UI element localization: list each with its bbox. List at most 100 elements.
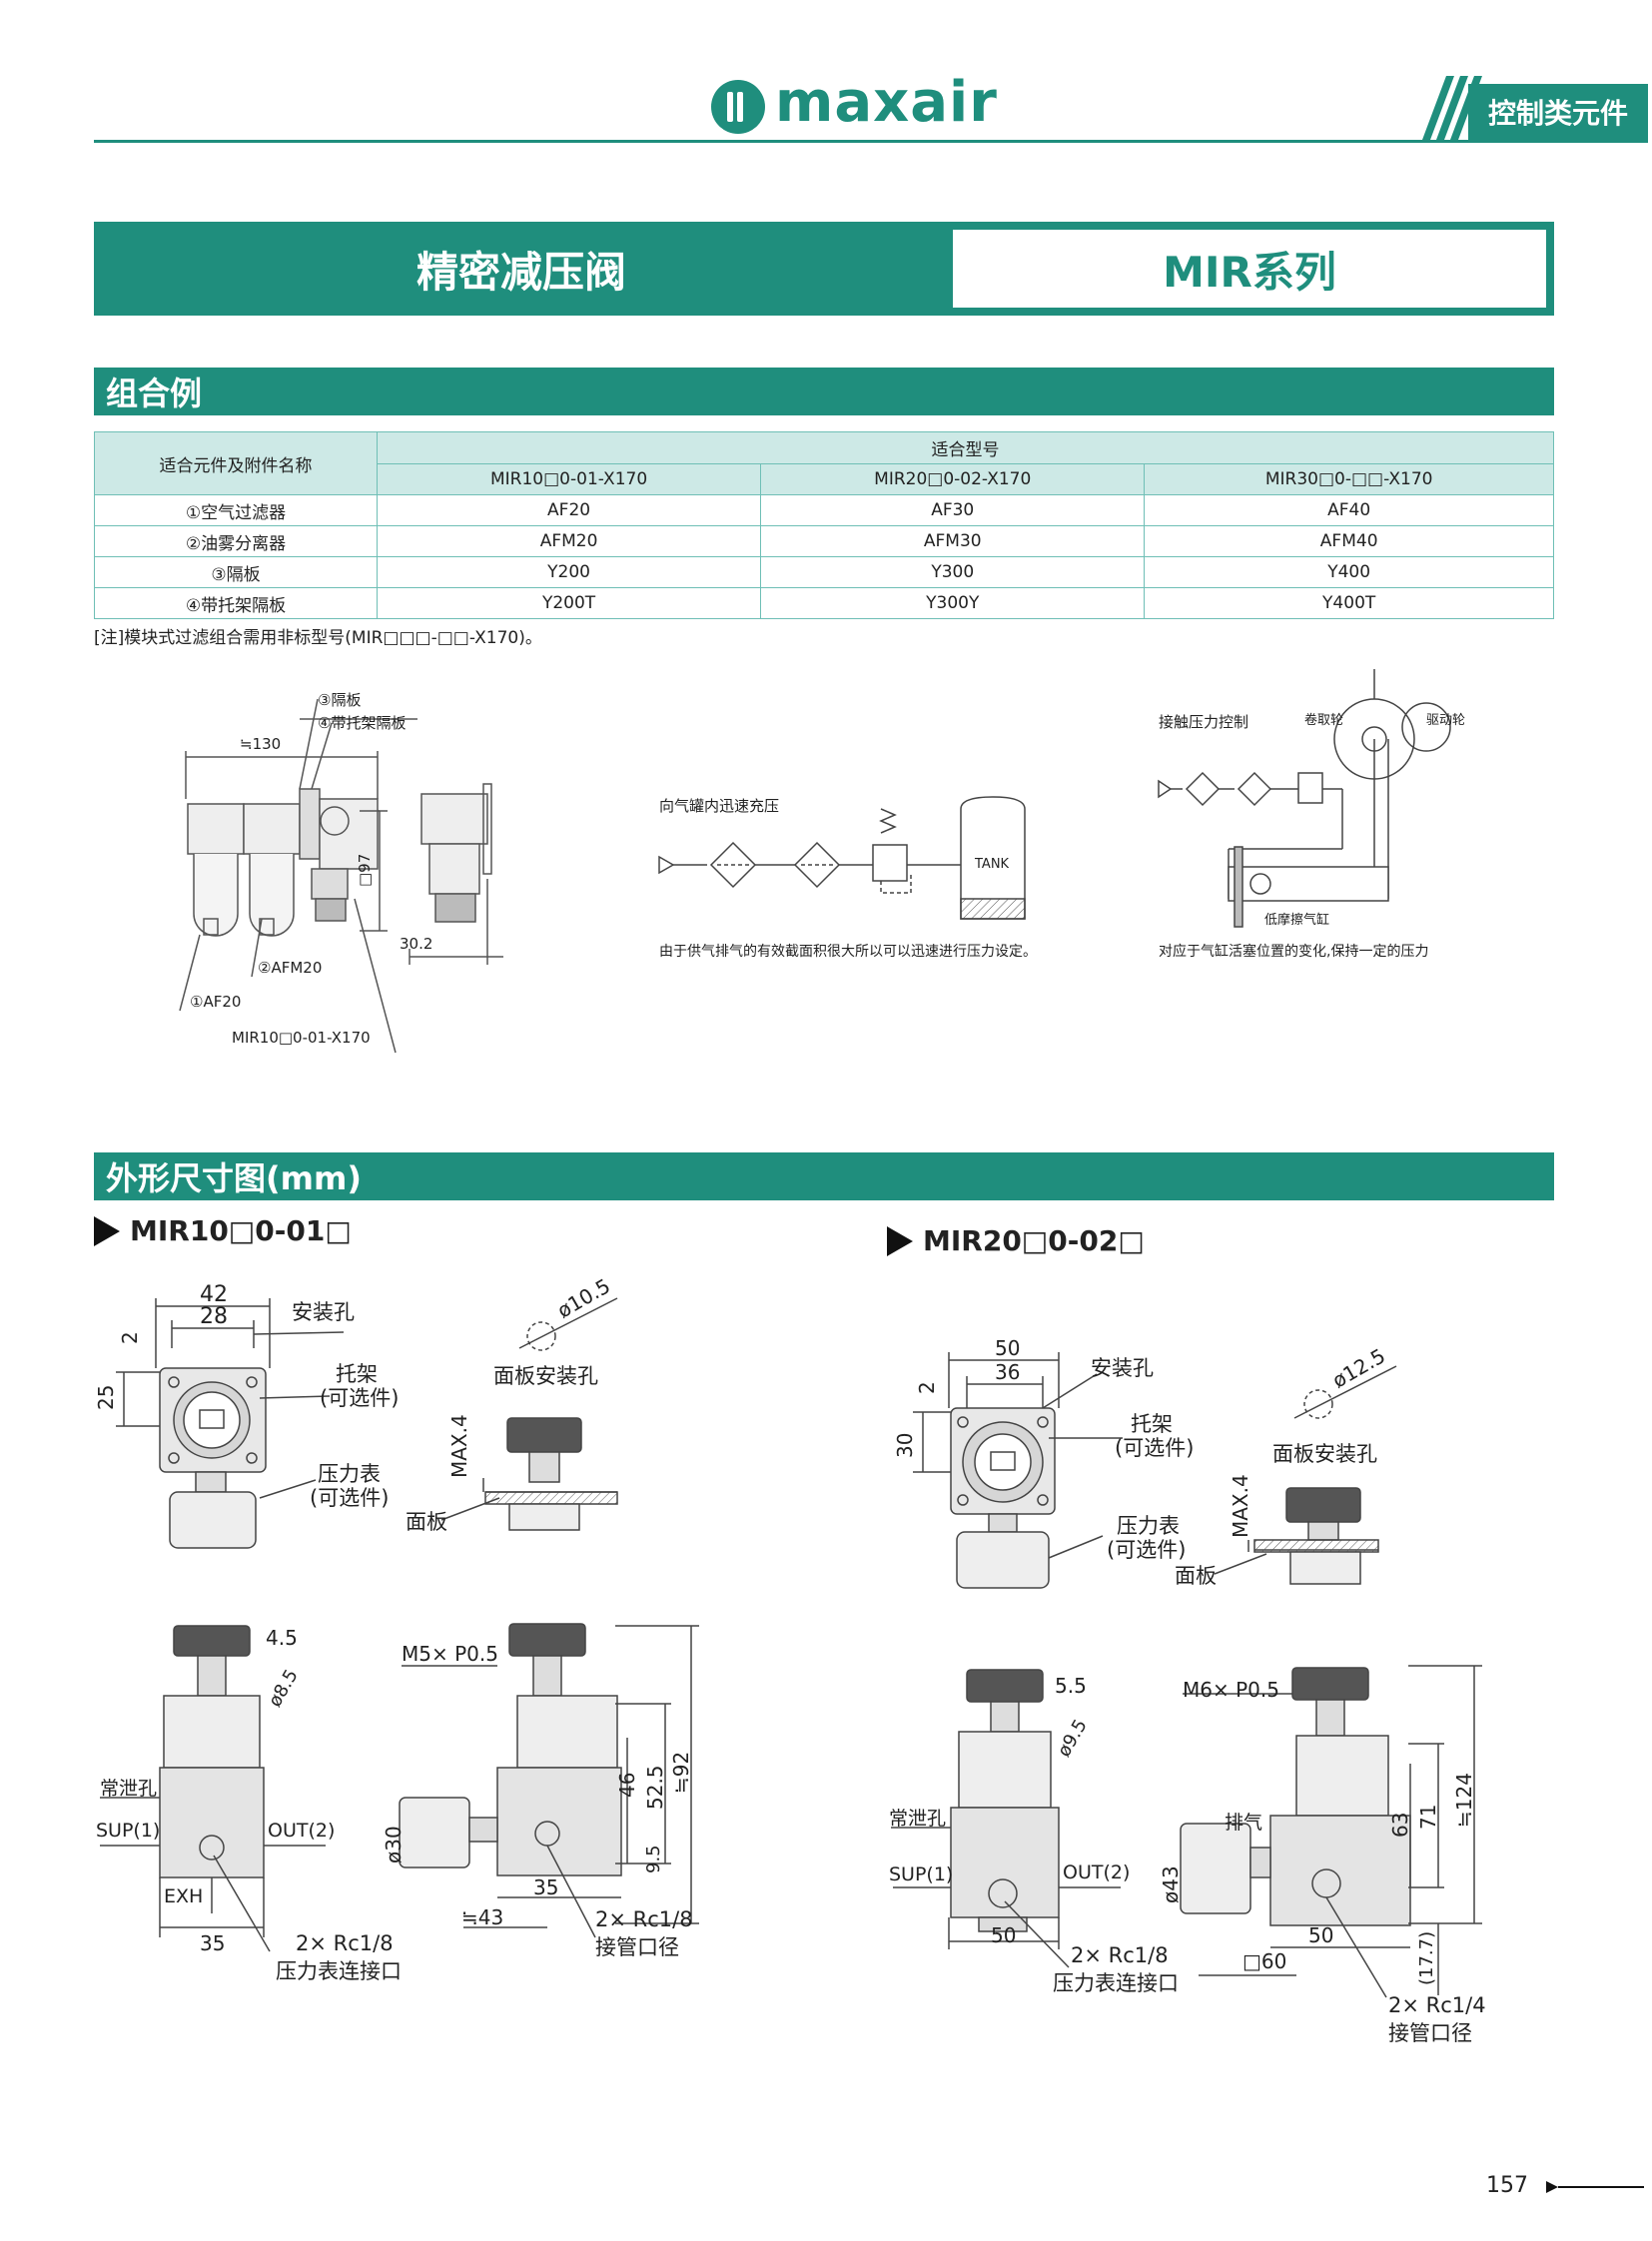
table-header-model-2: MIR20□0-02-X170 [760, 462, 1146, 495]
table-cell: Y200T [376, 587, 762, 619]
mir20-dim-h177: (17.7) [1416, 1930, 1437, 1985]
mir10-exh: EXH [164, 1885, 204, 1907]
table-cell: AFM20 [376, 525, 762, 557]
mir20-dim-d1: 5.5 [1055, 1674, 1087, 1698]
brand-name: maxair [775, 70, 998, 135]
roll-label: 卷取轮 [1304, 713, 1344, 728]
label-assembly-model: MIR10□0-01-X170 [232, 1029, 371, 1047]
category-tag: 控制类元件 [1468, 84, 1648, 140]
series-title: MIR系列 [953, 230, 1546, 308]
table-cell: AFM40 [1144, 525, 1554, 557]
mir20-dim-w-inner: 36 [995, 1360, 1021, 1384]
table-header-model-3: MIR30□0-□□-X170 [1144, 462, 1554, 495]
mir20-bracket: 托架 [1131, 1412, 1173, 1436]
mir20-out: OUT(2) [1063, 1862, 1131, 1883]
table-row: ④带托架隔板 Y200T Y300Y Y400T [94, 587, 1554, 619]
mir10-dim-dia30: ø30 [382, 1826, 406, 1864]
mir10-bleed: 常泄孔 [100, 1778, 158, 1800]
table-cell: AF30 [760, 494, 1146, 526]
mir20-port-pipe-label: 接管口径 [1388, 2021, 1472, 2045]
mir20-gauge: 压力表 [1117, 1514, 1180, 1538]
tank-label: TANK [975, 857, 1010, 872]
mir20-dim-h63: 63 [1388, 1812, 1412, 1838]
contact-circuit-title: 接触压力控制 [1159, 713, 1249, 731]
triangle-icon [887, 1225, 913, 1256]
mir10-thread: M5× P0.5 [402, 1642, 498, 1666]
mir20-dim-offset: 2 [915, 1381, 939, 1394]
label-af20: ①AF20 [190, 993, 242, 1011]
mir10-dim-w-outer: 42 [200, 1282, 228, 1307]
table-note: [注]模块式过滤组合需用非标型号(MIR□□□-□□-X170)。 [94, 628, 542, 648]
mir10-bracket: 托架 [336, 1362, 378, 1386]
cylinder-label: 低摩擦气缸 [1264, 913, 1330, 928]
mir10-dim-h46: 46 [615, 1772, 639, 1798]
mir10-dim-h: 25 [94, 1384, 118, 1410]
mir20-panel-hole: 面板安装孔 [1272, 1442, 1377, 1466]
mir10-gauge: 压力表 [318, 1462, 381, 1486]
table-row: ②油雾分离器 AFM20 AFM30 AFM40 [94, 525, 1554, 557]
contact-circuit-caption: 对应于气缸活塞位置的变化,保持一定的压力 [1159, 944, 1429, 960]
table-row: ①空气过滤器 AF20 AF30 AF40 [94, 494, 1554, 526]
mir20-dim-h124: ≒124 [1452, 1773, 1476, 1828]
mir10-max: MAX.4 [447, 1414, 471, 1478]
combo-table: 适合元件及附件名称 适合型号 MIR10□0-01-X170 MIR20□0-0… [94, 431, 1554, 619]
mir20-exhaust: 排气 [1225, 1812, 1263, 1834]
mir20-thread: M6× P0.5 [1183, 1678, 1279, 1702]
table-cell: AF20 [376, 494, 762, 526]
table-cell: ②油雾分离器 [94, 525, 378, 557]
label-spacer: ③隔板 [318, 691, 362, 709]
mir10-mount-hole: 安装孔 [292, 1300, 355, 1324]
mir10-port-gauge: 2× Rc1/8 [296, 1931, 394, 1955]
table-cell: Y300Y [760, 587, 1146, 619]
mir20-bleed: 常泄孔 [889, 1808, 947, 1830]
mir20-dim-w-bottom: 50 [991, 1923, 1017, 1947]
mir20-port-pipe: 2× Rc1/4 [1388, 1993, 1486, 2017]
triangle-icon [94, 1215, 120, 1246]
mir20-bracket-opt: (可选件) [1115, 1436, 1195, 1460]
mir20-dim-w-outer: 50 [995, 1336, 1021, 1360]
mir10-dim-w-bottom: 35 [200, 1931, 226, 1955]
mir20-dim-d2: ø9.5 [1053, 1716, 1092, 1761]
table-cell: ③隔板 [94, 556, 378, 588]
header-rule [94, 140, 1648, 143]
mir20-dim-h: 30 [893, 1432, 917, 1458]
table-cell: AFM30 [760, 525, 1146, 557]
mir10-port-pipe-label: 接管口径 [595, 1935, 679, 1959]
mir20-sup: SUP(1) [889, 1864, 954, 1885]
brand-logo-icon [711, 80, 765, 134]
mir10-dim-d2: ø8.5 [264, 1666, 303, 1711]
mir10-port-pipe: 2× Rc1/8 [595, 1907, 693, 1931]
mir10-dim-w43: ≒43 [461, 1905, 504, 1929]
tank-circuit-caption: 由于供气排气的有效截面积很大所以可以迅速进行压力设定。 [659, 944, 1037, 960]
mir20-max: MAX.4 [1229, 1474, 1252, 1538]
dim-assembly-height: □97 [356, 853, 374, 887]
table-cell: Y300 [760, 556, 1146, 588]
table-header-model-1: MIR10□0-01-X170 [376, 462, 762, 495]
mir10-dim-w-inner: 28 [200, 1304, 228, 1329]
mir20-gauge-opt: (可选件) [1107, 1538, 1187, 1562]
mir20-heading-text: MIR20□0-02□ [923, 1224, 1145, 1257]
label-afm20: ②AFM20 [258, 959, 323, 977]
dim-assembly-width: ≒130 [240, 735, 282, 753]
mir20-dim-w60: □60 [1242, 1949, 1287, 1973]
mir20-heading: MIR20□0-02□ [887, 1224, 1145, 1257]
mir10-out: OUT(2) [268, 1820, 336, 1842]
mir10-gauge-opt: (可选件) [310, 1486, 390, 1510]
mir10-dim-h95: 9.5 [643, 1845, 664, 1873]
mir10-dim-d1: 4.5 [266, 1626, 298, 1650]
mir20-panel-hole-dia: ø12.5 [1327, 1343, 1389, 1393]
table-cell: Y400 [1144, 556, 1554, 588]
mir10-bracket-opt: (可选件) [320, 1386, 400, 1410]
mir10-panel-hole-dia: ø10.5 [552, 1273, 614, 1323]
mir20-dim-dia43: ø43 [1159, 1866, 1183, 1903]
section-dims-heading: 外形尺寸图(mm) [94, 1152, 1554, 1200]
mir20-dim-w50: 50 [1308, 1923, 1334, 1947]
table-header-model: 适合型号 [377, 431, 1554, 464]
product-title: 精密减压阀 [415, 247, 626, 297]
table-header-name: 适合元件及附件名称 [94, 431, 378, 495]
